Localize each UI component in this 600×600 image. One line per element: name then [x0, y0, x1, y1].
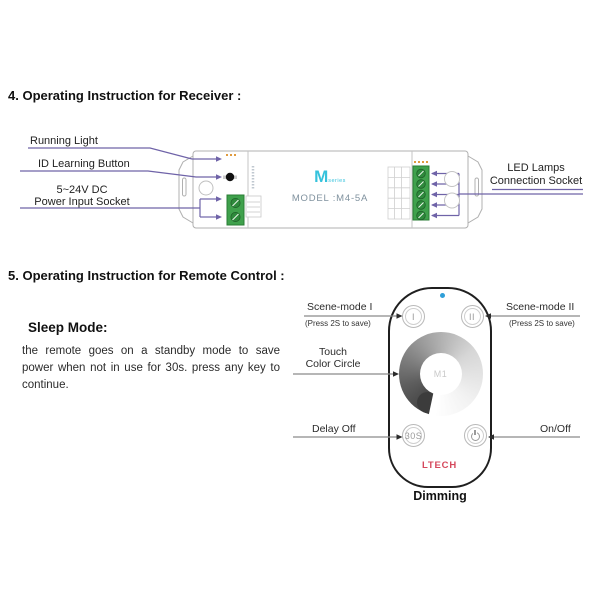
ring-center-label: M1	[419, 352, 462, 395]
power-label-line1: 5~24V DC	[56, 184, 108, 196]
scene-2-glyph: II	[463, 308, 481, 325]
dimming-caption: Dimming	[413, 489, 467, 503]
section4-heading: 4. Operating Instruction for Receiver :	[8, 88, 242, 103]
sleep-mode-title: Sleep Mode:	[28, 320, 108, 335]
mounting-hole	[198, 180, 214, 196]
lamp-symbol-1	[444, 171, 460, 187]
delay-glyph: 30S	[405, 427, 422, 444]
id-learning-label: ID Learning Button	[38, 158, 130, 170]
running-light-label: Running Light	[30, 135, 98, 147]
on-off-button	[464, 424, 487, 447]
power-input-terminal	[226, 194, 245, 226]
on-off-label: On/Off	[540, 423, 571, 435]
touch-circle-label-line1: Touch	[318, 346, 348, 358]
remote-control-body: I II M1 30S LTECH	[388, 287, 492, 488]
scene-mode-1-button: I	[402, 305, 425, 328]
running-light-indicator	[226, 154, 236, 156]
section5-heading: 5. Operating Instruction for Remote Cont…	[8, 268, 285, 283]
remote-led-indicator	[440, 293, 445, 298]
touch-color-circle: M1	[398, 331, 483, 418]
led-lamps-label-line2: Connection Socket	[489, 175, 583, 187]
id-learning-leader	[20, 170, 216, 178]
ltech-logo: LTECH	[422, 460, 457, 471]
delay-off-label: Delay Off	[312, 423, 356, 435]
id-learning-button-shape	[225, 172, 235, 182]
scene-mode-2-label: Scene-mode II	[506, 301, 575, 313]
led-output-terminal	[412, 165, 430, 221]
delay-off-button: 30S	[402, 424, 425, 447]
lamp-symbol-2	[444, 192, 460, 209]
receiver-brand-logo: Mseries	[314, 167, 346, 186]
scene-mode-2-sub: (Press 2S to save)	[509, 319, 575, 328]
receiver-body	[192, 150, 469, 229]
receiver-model-text: MODEL :M4-5A	[291, 193, 369, 204]
sleep-mode-body: the remote goes on a standby mode to sav…	[22, 345, 280, 391]
scene-1-glyph: I	[405, 308, 422, 325]
led-lamps-label-line1: LED Lamps	[507, 162, 565, 174]
power-icon	[470, 429, 481, 441]
scene-mode-2-button: II	[460, 305, 484, 328]
receiver-left-flange	[178, 155, 194, 224]
touch-circle-label-line2: Color Circle	[305, 358, 361, 370]
receiver-arrowheads	[216, 156, 437, 220]
scene-mode-1-label: Scene-mode I	[307, 301, 373, 313]
power-label-line2: Power Input Socket	[34, 196, 130, 208]
scene-mode-1-sub: (Press 2S to save)	[305, 319, 371, 328]
